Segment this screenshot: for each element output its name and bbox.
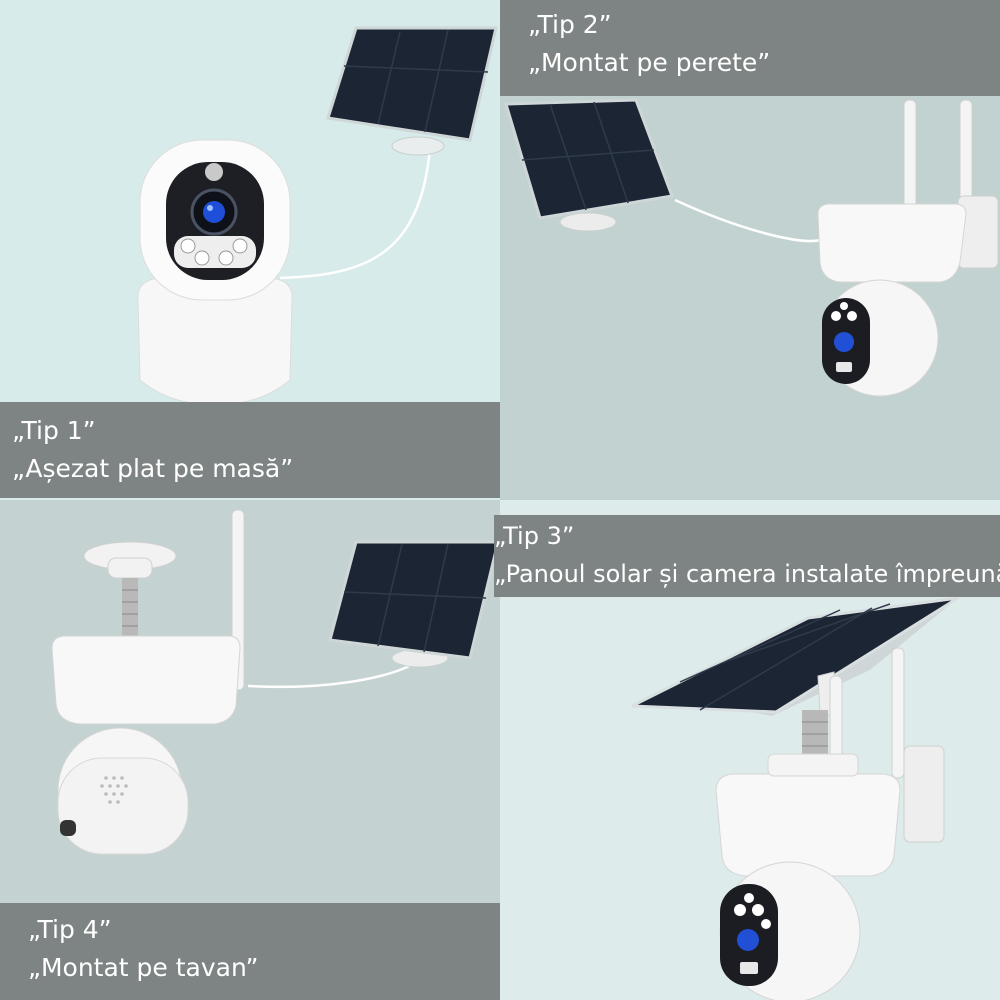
type2-name: „Tip 2” — [528, 10, 612, 39]
type2-description: „Montat pe perete” — [528, 48, 771, 77]
type4-name: „Tip 4” — [28, 915, 112, 944]
type1-name: „Tip 1” — [12, 416, 96, 445]
type1-label: „Tip 1” „Așezat plat pe masă” — [0, 402, 500, 498]
type3-description: „Panoul solar și camera instalate împreu… — [494, 560, 1000, 588]
type2-label: „Tip 2” „Montat pe perete” — [500, 0, 1000, 96]
type3-name: „Tip 3” — [494, 522, 575, 550]
type4-label: „Tip 4” „Montat pe tavan” — [0, 903, 500, 1000]
type4-description: „Montat pe tavan” — [28, 953, 259, 982]
type1-description: „Așezat plat pe masă” — [12, 454, 294, 483]
type3-label: „Tip 3” „Panoul solar și camera instalat… — [494, 515, 1000, 597]
